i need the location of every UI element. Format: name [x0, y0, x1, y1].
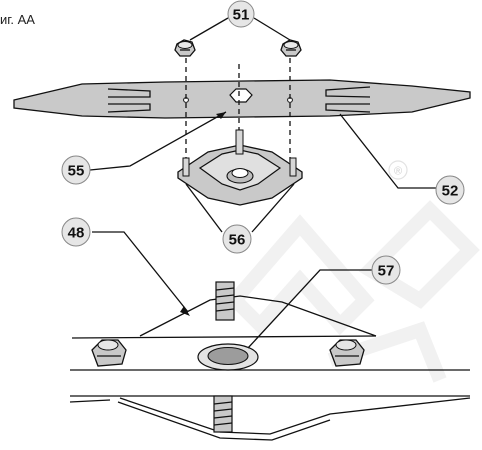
svg-text:52: 52: [442, 183, 459, 200]
callout-55: 55: [61, 155, 91, 185]
leader-lines: [89, 17, 436, 349]
callout-51: 51: [227, 0, 255, 28]
nut-left: [174, 39, 196, 57]
registered-mark: [388, 160, 408, 180]
nut-right: [280, 39, 302, 57]
svg-text:48: 48: [68, 225, 85, 242]
svg-text:51: 51: [233, 7, 250, 24]
svg-text:57: 57: [378, 263, 395, 280]
figure-label: иг. АА: [0, 12, 35, 27]
callout-48: 48: [61, 217, 91, 247]
center-hex-hole: [229, 88, 253, 103]
registered-symbol: ®: [394, 166, 402, 178]
callout-52: 52: [435, 175, 465, 205]
callout-56: 56: [222, 224, 252, 254]
callout-57: 57: [371, 255, 401, 285]
svg-text:56: 56: [229, 232, 246, 249]
hub-plate: [177, 129, 303, 206]
svg-text:55: 55: [68, 163, 85, 180]
blade: [13, 79, 471, 119]
